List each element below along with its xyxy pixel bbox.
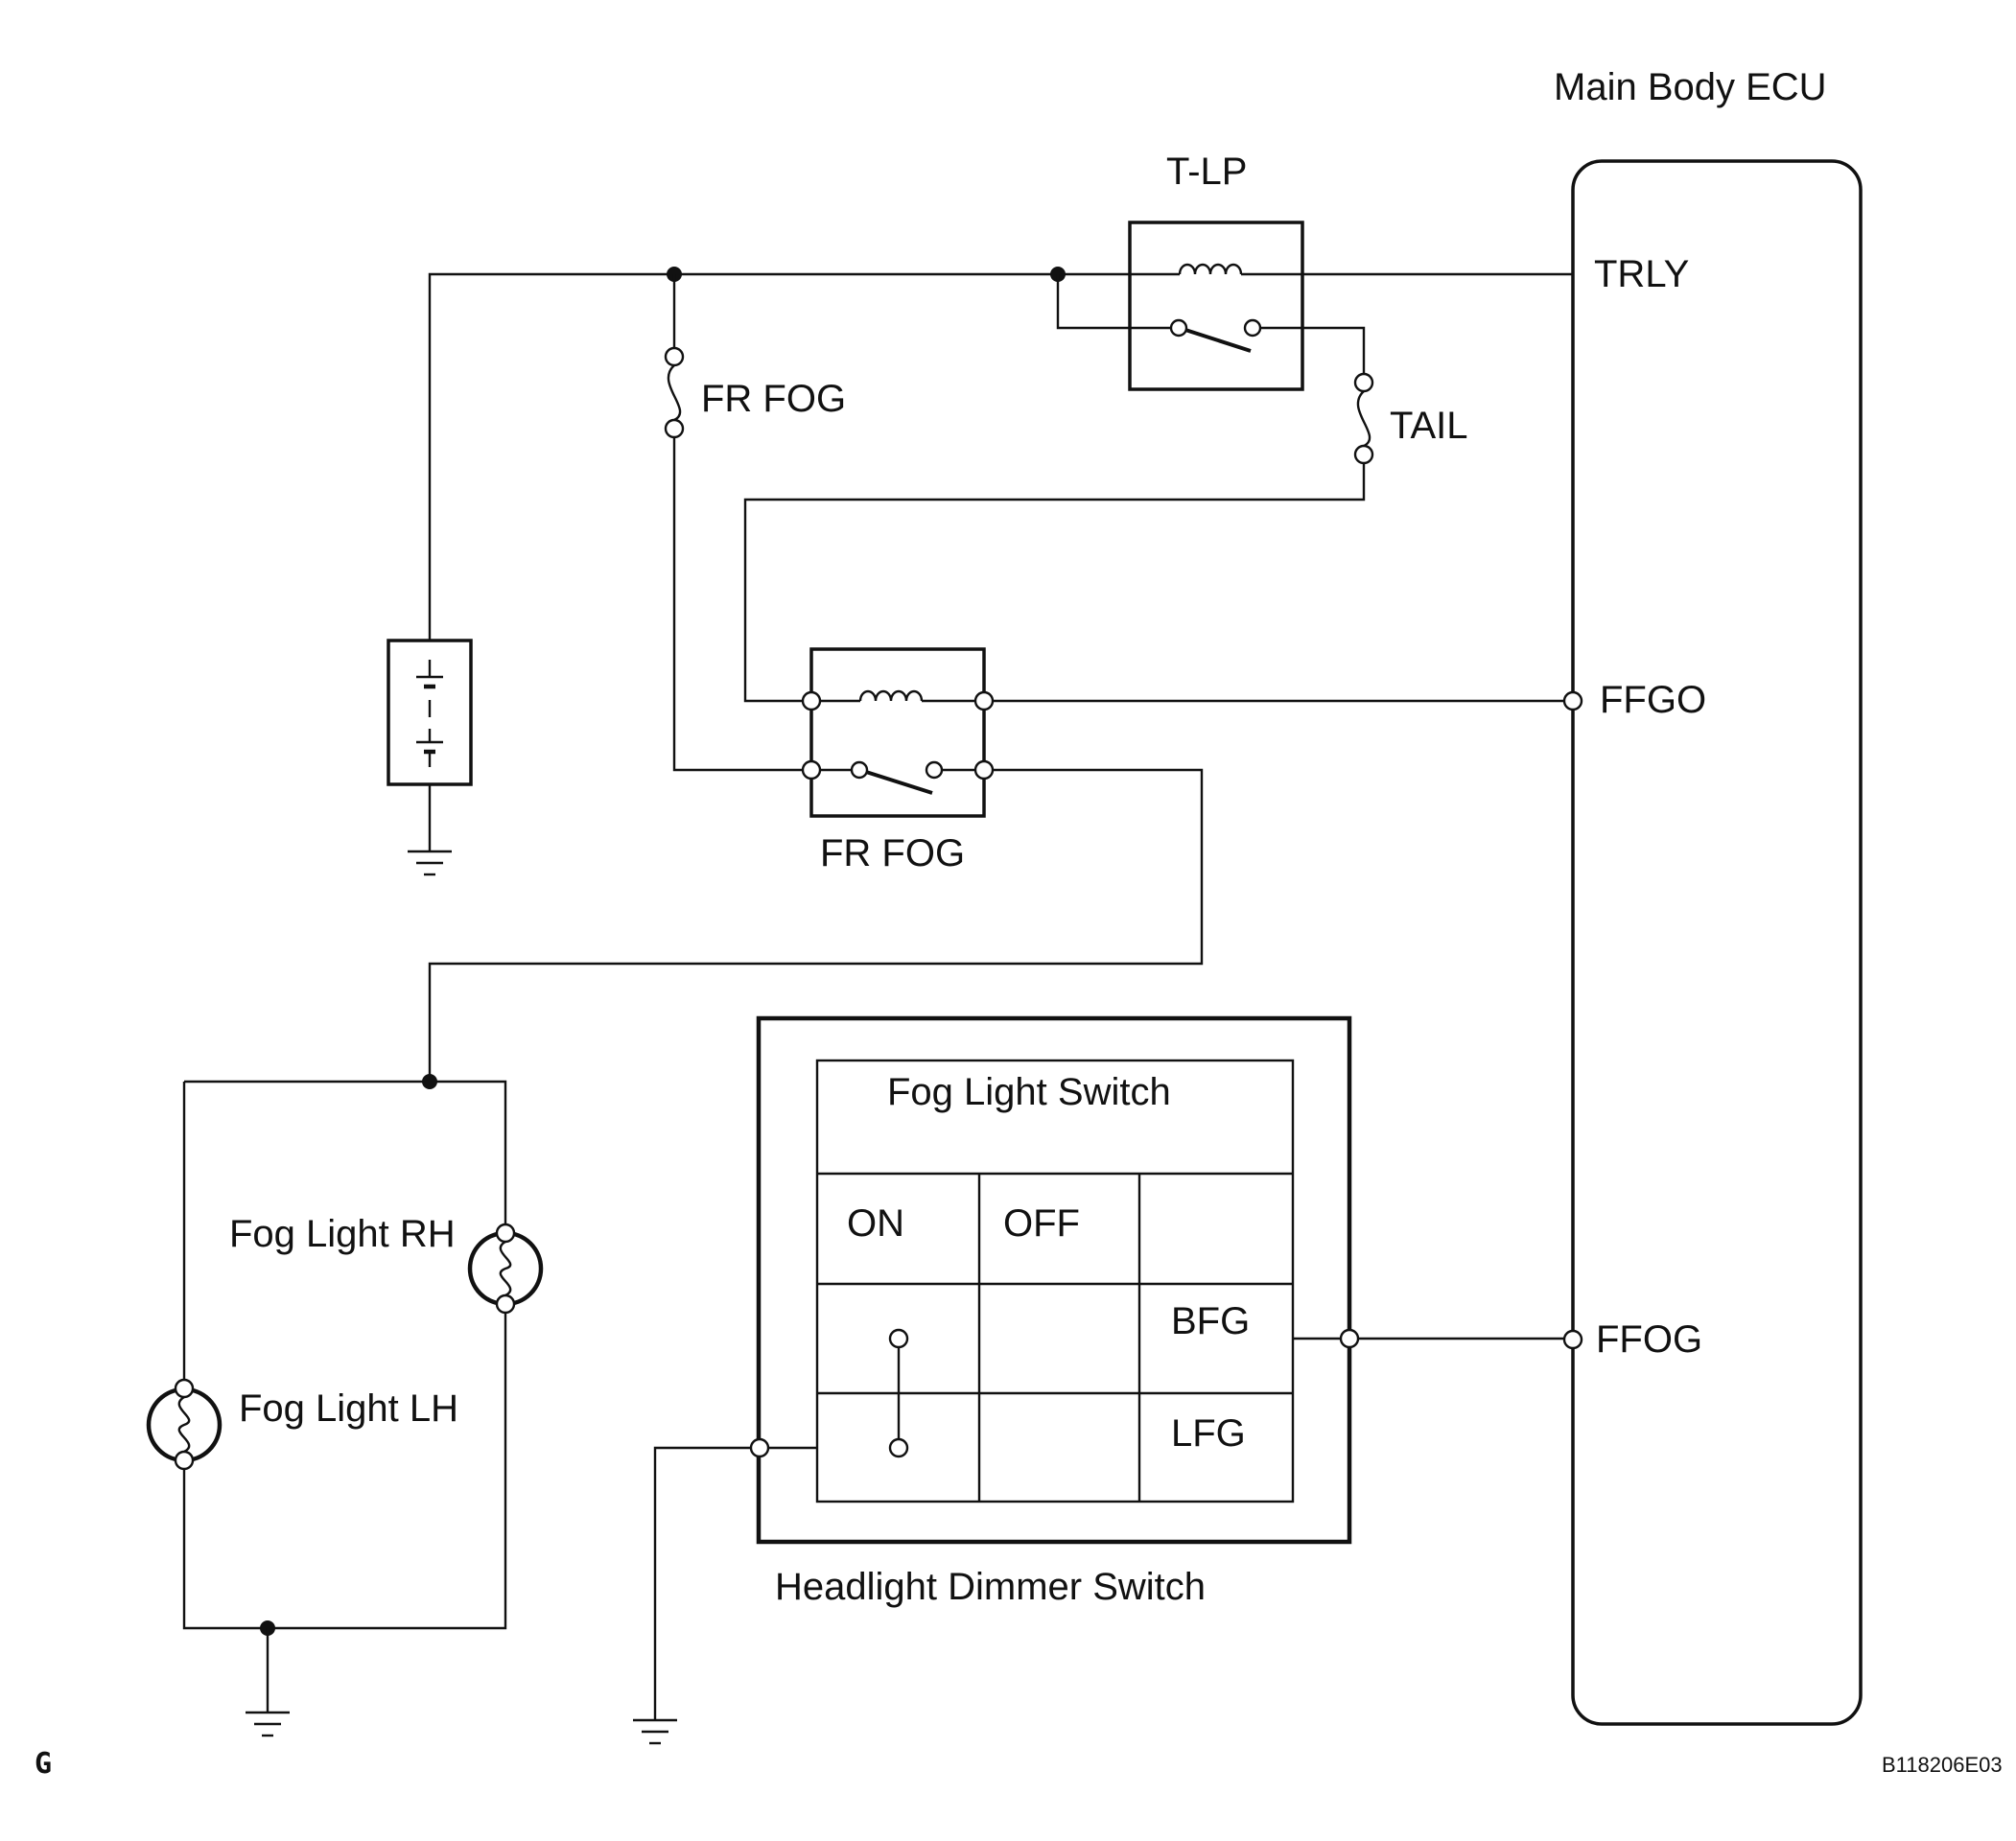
fog-light-switch-table: Fog Light Switch ON OFF BFG LFG (815, 1059, 1295, 1503)
trly-pin-label: TRLY (1594, 253, 1689, 295)
ffgo-terminal (1562, 690, 1583, 711)
lfg-terminal-label: LFG (1171, 1412, 1246, 1455)
main-body-ecu: Main Body ECU TRLY FFGO FFOG (1554, 66, 1863, 1726)
switch-wiring (653, 1337, 1564, 1720)
fr-fog-relay-label: FR FOG (820, 832, 965, 874)
ffog-pin-label: FFOG (1596, 1318, 1702, 1361)
fr-fog-relay: FR FOG (428, 647, 1564, 1082)
t-lp-relay: T-LP (1056, 151, 1366, 391)
fr-fog-fuse-label: FR FOG (701, 378, 846, 420)
ffog-terminal (1562, 1329, 1583, 1350)
switch-on-label: ON (847, 1202, 904, 1245)
tail-fuse: TAIL (743, 372, 1468, 703)
fog-light-switch-label: Fog Light Switch (887, 1071, 1171, 1113)
fr-fog-fuse: FR FOG (664, 274, 846, 772)
tail-fuse-label: TAIL (1390, 405, 1468, 447)
fog-light-circuit (182, 1074, 507, 1713)
headlight-dimmer-switch-label: Headlight Dimmer Switch (775, 1566, 1206, 1608)
fog-light-lh: Fog Light LH (146, 1378, 458, 1471)
battery (387, 419, 473, 851)
ground-symbol (633, 1718, 677, 1745)
headlight-dimmer-switch: Headlight Dimmer Switch Fog Light Switch… (749, 1015, 1360, 1608)
switch-off-label: OFF (1003, 1202, 1080, 1245)
t-lp-label: T-LP (1166, 151, 1247, 193)
fog-light-rh: Fog Light RH (229, 1213, 544, 1315)
bfg-terminal (1339, 1328, 1360, 1349)
switch-ground-terminal (749, 1437, 770, 1458)
figure-code: B118206E03 (1882, 1753, 2003, 1777)
bfg-terminal-label: BFG (1171, 1300, 1250, 1342)
fog-light-lh-label: Fog Light LH (239, 1387, 458, 1430)
ground-symbol (408, 850, 452, 876)
supply-bus-wire (428, 267, 1573, 419)
fog-light-rh-label: Fog Light RH (229, 1213, 456, 1255)
ffgo-pin-label: FFGO (1600, 679, 1706, 721)
junction-dot (422, 1074, 437, 1089)
corner-mark: G (35, 1747, 52, 1781)
main-body-ecu-label: Main Body ECU (1554, 66, 1827, 108)
ground-symbol (246, 1711, 290, 1737)
